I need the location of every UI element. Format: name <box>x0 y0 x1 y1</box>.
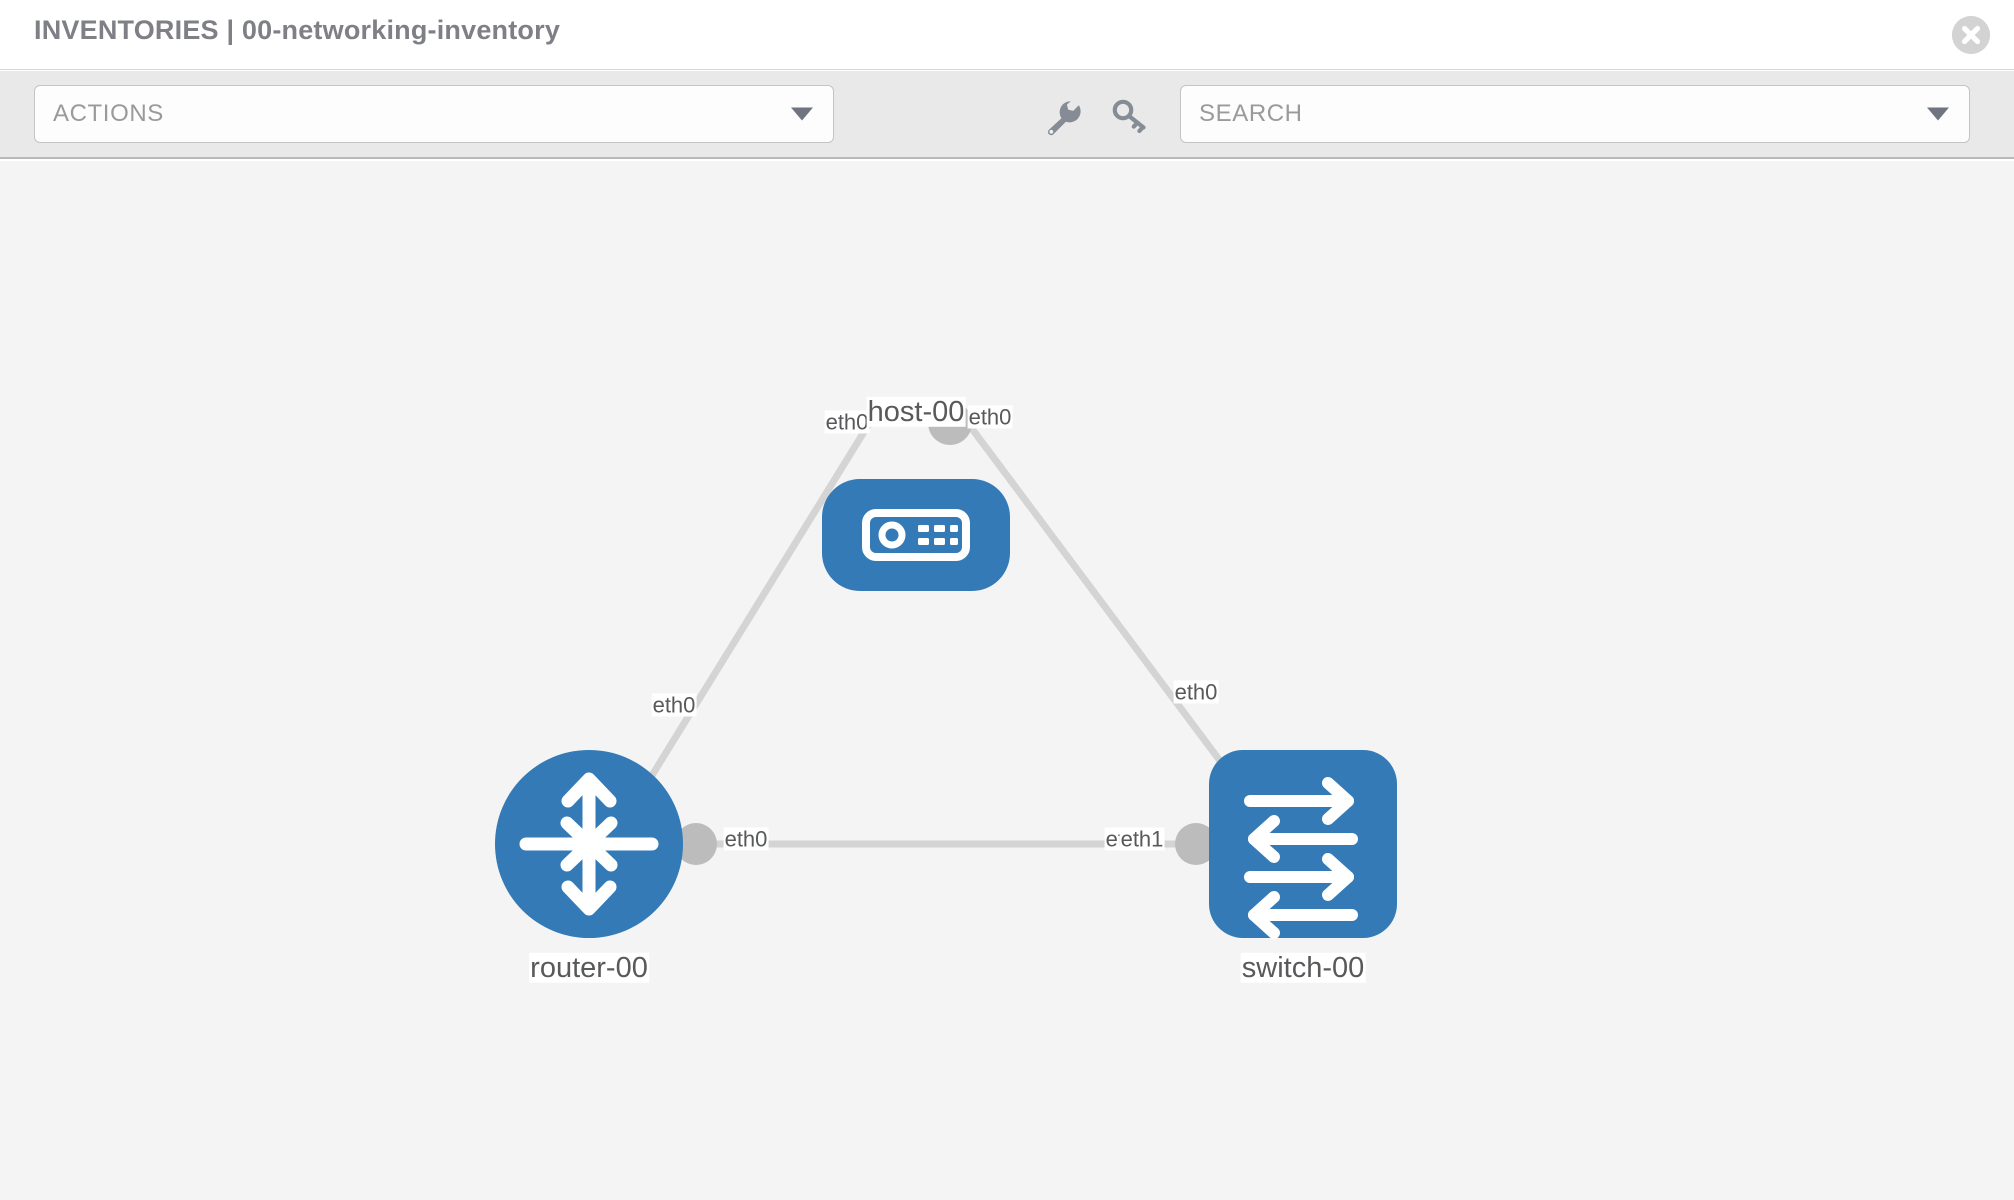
edge-host-router <box>627 404 883 813</box>
close-icon[interactable] <box>1952 16 1990 54</box>
node-label-switch-00: switch-00 <box>1240 951 1366 984</box>
graph-node-host-00 <box>822 479 1010 591</box>
graph-edges <box>627 403 1253 848</box>
edge-host-switch <box>952 403 1253 804</box>
graph-node-router-00 <box>495 750 683 938</box>
page-title: INVENTORIES | 00-networking-inventory <box>34 15 561 45</box>
connector-nub <box>675 823 717 865</box>
chevron-down-icon <box>791 107 813 121</box>
interface-label: eth0 <box>824 409 870 435</box>
toolbar: ACTIONS SEARCH <box>0 71 2014 159</box>
chevron-down-icon <box>1927 107 1949 121</box>
connector-nub <box>1175 823 1217 865</box>
interface-label: eth0 <box>723 826 769 852</box>
wrench-icon[interactable] <box>1040 95 1082 137</box>
interface-label: eth0 <box>1173 679 1219 705</box>
interface-label: eth0 <box>651 692 697 718</box>
actions-dropdown[interactable]: ACTIONS <box>34 85 834 143</box>
actions-dropdown-label: ACTIONS <box>53 100 164 127</box>
topology-canvas[interactable]: eth0 eth0 eth0 eth0 eth0 eth0 eth1 host-… <box>0 161 2014 1200</box>
node-label-host-00: host-00 <box>866 395 966 428</box>
search-placeholder: SEARCH <box>1199 100 1303 127</box>
topology-graph <box>495 401 1397 939</box>
node-label-router-00: router-00 <box>529 951 649 984</box>
graph-node-switch-00 <box>1209 750 1397 939</box>
search-input[interactable]: SEARCH <box>1180 85 1970 143</box>
interface-label: eth0 <box>967 404 1013 430</box>
graph-connectors <box>675 401 1259 865</box>
interface-label: eth1 <box>1119 826 1165 852</box>
key-icon[interactable] <box>1108 95 1150 137</box>
page-header: INVENTORIES | 00-networking-inventory <box>0 0 2014 70</box>
